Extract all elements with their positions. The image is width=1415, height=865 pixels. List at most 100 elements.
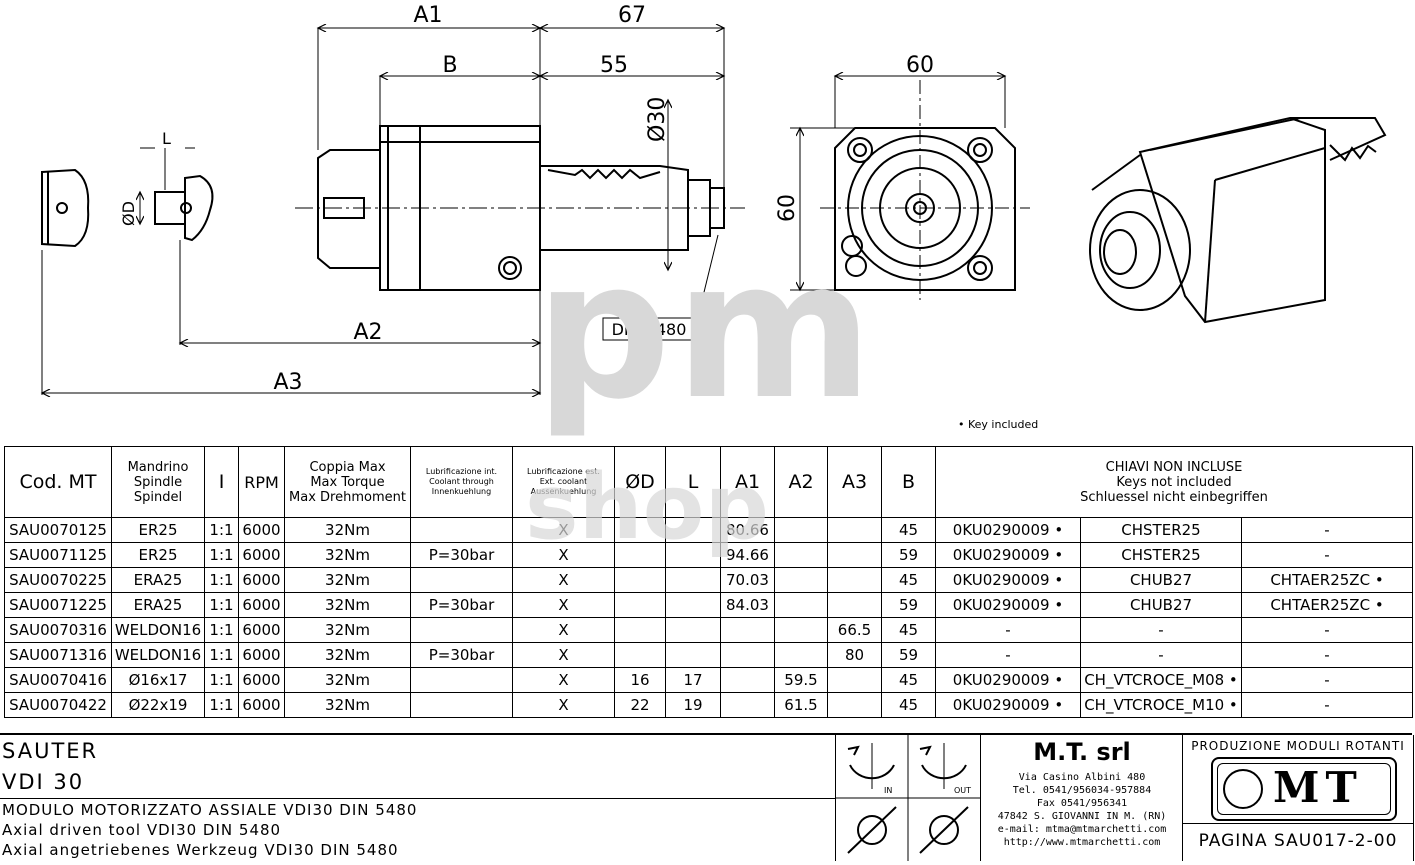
company-address: Via Casino Albini 480 Tel. 0541/956034-9…: [997, 772, 1167, 848]
col-a2: A2: [774, 446, 828, 518]
cell-k3: -: [1241, 542, 1413, 568]
rotation-box: IN OUT: [835, 735, 981, 861]
cell-k1: 0KU0290009 •: [935, 592, 1081, 618]
mounting-icon-left: [857, 815, 887, 845]
cell-a2: [774, 642, 828, 668]
cell-cod: SAU0070316: [4, 617, 112, 643]
cell-rpm: 6000: [238, 567, 285, 593]
cell-d: [614, 617, 666, 643]
cell-lub-ext: X: [512, 542, 615, 568]
cell-k1: 0KU0290009 •: [935, 692, 1081, 718]
cell-b: 45: [881, 692, 936, 718]
cell-lub-ext: X: [512, 692, 615, 718]
col-ratio: I: [204, 446, 239, 518]
cell-l: [665, 592, 721, 618]
cell-l: [665, 642, 721, 668]
cell-a1: 84.03: [720, 592, 775, 618]
cell-spindle: WELDON16: [111, 617, 205, 643]
dim-height-60: 60: [775, 194, 800, 222]
col-lub-ext: Lubrificazione est. Ext. coolant Aussenk…: [512, 446, 615, 518]
cell-lub-ext: X: [512, 567, 615, 593]
cell-spindle: ERA25: [111, 567, 205, 593]
cell-lub-ext: X: [512, 592, 615, 618]
cell-b: 45: [881, 517, 936, 543]
cell-a2: [774, 517, 828, 543]
col-l: L: [665, 446, 721, 518]
cell-l: 17: [665, 667, 721, 693]
cell-a3: [827, 592, 882, 618]
cell-l: [665, 542, 721, 568]
cell-i: 1:1: [204, 567, 239, 593]
dim-width-60: 60: [906, 53, 934, 78]
cell-k2: CH_VTCROCE_M10 •: [1080, 692, 1242, 718]
mt-logo-inner: [1217, 763, 1391, 815]
cell-spindle: WELDON16: [111, 642, 205, 668]
cell-a2: [774, 617, 828, 643]
cell-lub-int: [410, 617, 513, 643]
cell-i: 1:1: [204, 667, 239, 693]
cell-rpm: 6000: [238, 542, 285, 568]
brand-name: SAUTER: [2, 739, 99, 763]
rotation-symbols: IN OUT: [836, 735, 981, 861]
cell-a3: [827, 517, 882, 543]
cell-lub-int: [410, 517, 513, 543]
cell-a1: 70.03: [720, 567, 775, 593]
cell-k2: CHUB27: [1080, 592, 1242, 618]
cell-a2: [774, 592, 828, 618]
page-number: PAGINA SAU017-2-00: [1198, 831, 1398, 851]
cell-k2: -: [1080, 642, 1242, 668]
cell-rpm: 6000: [238, 617, 285, 643]
cell-k1: 0KU0290009 •: [935, 542, 1081, 568]
spec-table: Cod. MT Mandrino Spindle Spindel I RPM C…: [4, 446, 1413, 718]
description-en: Axial driven tool VDI30 DIN 5480: [2, 821, 282, 839]
cell-l: 19: [665, 692, 721, 718]
cell-torque: 32Nm: [284, 592, 411, 618]
cell-a1: [720, 667, 775, 693]
dim-a1: A1: [413, 3, 442, 28]
cell-a1: 94.66: [720, 542, 775, 568]
cell-torque: 32Nm: [284, 542, 411, 568]
table-header-row: Cod. MT Mandrino Spindle Spindel I RPM C…: [4, 446, 1413, 518]
col-b: B: [881, 446, 936, 518]
production-box: PRODUZIONE MODULI ROTANTI MT PAGINA SAU0…: [1182, 735, 1414, 861]
rotation-out-label: OUT: [954, 786, 971, 795]
production-label: PRODUZIONE MODULI ROTANTI: [1191, 739, 1405, 753]
rotation-in-label: IN: [884, 786, 892, 795]
cell-rpm: 6000: [238, 592, 285, 618]
cell-lub-ext: X: [512, 517, 615, 543]
cell-k2: CHUB27: [1080, 567, 1242, 593]
cell-a3: 80: [827, 642, 882, 668]
dim-b: B: [442, 53, 457, 78]
cell-b: 45: [881, 667, 936, 693]
cell-a1: [720, 617, 775, 643]
dim-67: 67: [618, 3, 646, 28]
description-it: MODULO MOTORIZZATO ASSIALE VDI30 DIN 548…: [2, 801, 418, 819]
cell-b: 59: [881, 642, 936, 668]
cell-cod: SAU0070422: [4, 692, 112, 718]
cell-k3: -: [1241, 517, 1413, 543]
cell-d: [614, 542, 666, 568]
din-label: DIN 5480: [612, 320, 687, 339]
logo-text: MT: [1273, 763, 1363, 812]
col-rpm: RPM: [238, 446, 285, 518]
cell-a3: [827, 567, 882, 593]
cell-l: [665, 517, 721, 543]
cell-cod: SAU0071125: [4, 542, 112, 568]
cell-lub-int: [410, 667, 513, 693]
cell-i: 1:1: [204, 642, 239, 668]
description-de: Axial angetriebenes Werkzeug VDI30 DIN 5…: [2, 841, 399, 859]
cell-k3: CHTAER25ZC •: [1241, 592, 1413, 618]
cell-a1: [720, 642, 775, 668]
mounting-icon-right: [929, 815, 959, 845]
model-name: VDI 30: [2, 770, 85, 794]
cell-rpm: 6000: [238, 642, 285, 668]
cell-i: 1:1: [204, 517, 239, 543]
cell-i: 1:1: [204, 592, 239, 618]
cell-cod: SAU0070416: [4, 667, 112, 693]
cell-k1: 0KU0290009 •: [935, 667, 1081, 693]
col-lub-int: Lubrificazione int. Coolant through Inne…: [410, 446, 513, 518]
